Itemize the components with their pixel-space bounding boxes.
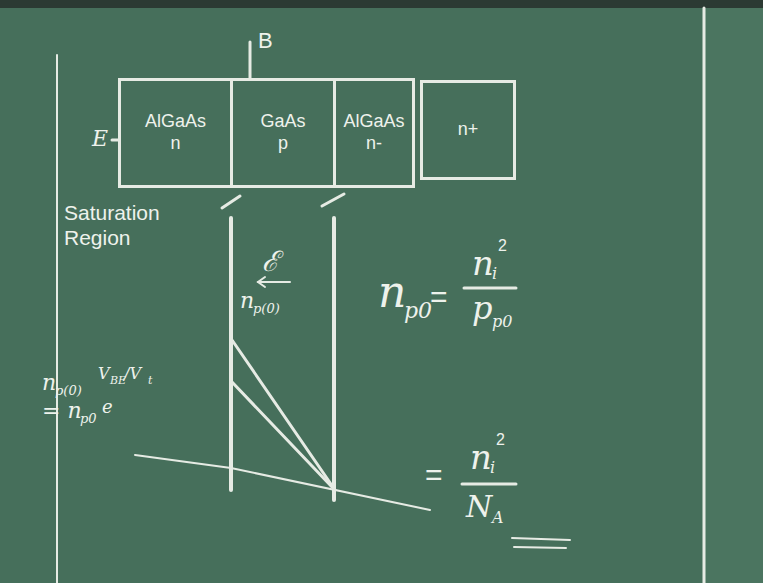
layer-label: n- <box>366 133 382 155</box>
equation-text: N <box>466 492 492 522</box>
equation-text: p(0) <box>55 384 82 397</box>
equation-text: p0 <box>404 300 432 322</box>
equation-text: i <box>490 460 495 476</box>
field-arrow <box>258 277 265 287</box>
terminal-label: Saturation Region <box>64 200 184 250</box>
field-arrow <box>258 281 290 283</box>
equation-text: t <box>148 375 152 386</box>
equation-text: V <box>98 366 110 382</box>
layer-label: GaAs <box>260 111 305 133</box>
board-panel <box>705 8 763 583</box>
layer-box: AlGaAsn- <box>333 78 415 188</box>
equation-text: i <box>492 266 497 282</box>
carrier-profile <box>232 382 332 487</box>
tick-mark <box>322 194 344 206</box>
equation-text: A <box>492 510 504 526</box>
equation-text: BE <box>110 375 126 386</box>
tick-mark <box>222 196 240 208</box>
layer-label: AlGaAs <box>343 111 404 133</box>
equation-text: n <box>240 290 254 312</box>
carrier-profile <box>232 340 335 490</box>
equation-text: = <box>425 460 443 490</box>
base-boundary <box>332 218 336 500</box>
equation-text: ℰ <box>262 248 279 276</box>
layer-label: p <box>278 133 288 155</box>
layer-box: AlGaAsn <box>118 78 233 188</box>
underline <box>514 547 566 548</box>
equation-text: n <box>378 270 406 314</box>
equation-text: p0 <box>492 314 512 330</box>
equation-text: 2 <box>496 432 505 448</box>
equation-text: n <box>470 440 492 474</box>
layer-label: n <box>170 133 180 155</box>
terminal-label: E <box>92 128 108 150</box>
board-frame <box>0 0 763 8</box>
equation-text: 2 <box>498 238 507 254</box>
equation-text: p(0) <box>253 302 280 315</box>
axis-line <box>135 455 430 510</box>
equation-text: e <box>102 398 113 416</box>
equation-text: = n <box>42 400 82 422</box>
layer-box: GaAsp <box>230 78 336 188</box>
layer-label: n+ <box>458 119 479 141</box>
base-boundary <box>229 218 233 490</box>
fraction-bar <box>462 483 516 486</box>
layer-box: n+ <box>420 80 516 180</box>
layer-label: AlGaAs <box>145 111 206 133</box>
equation-text: n <box>42 372 56 394</box>
board-margin <box>56 55 58 583</box>
terminal-label: B <box>258 30 273 52</box>
equation-text: p <box>472 292 492 324</box>
equation-text: p0 <box>80 412 97 425</box>
base-contact <box>249 42 252 78</box>
equation-text: /V <box>124 366 141 382</box>
equation-text: n <box>472 246 494 280</box>
equation-text: = <box>430 282 448 312</box>
underline <box>512 538 570 540</box>
board-edge <box>703 8 706 583</box>
fraction-bar <box>464 287 516 290</box>
